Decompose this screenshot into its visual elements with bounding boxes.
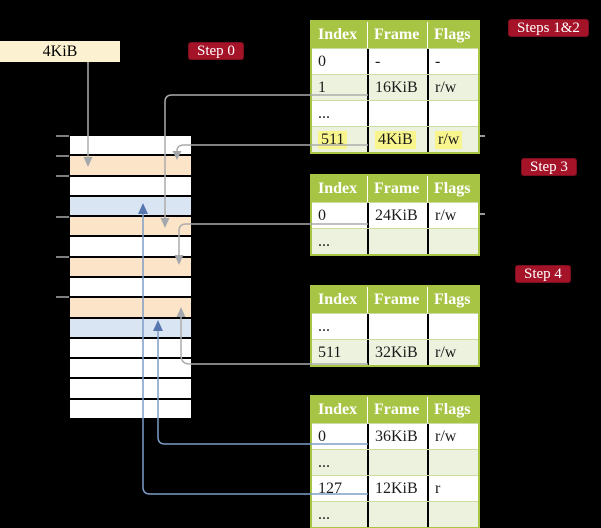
frame-size-label: 4KiB: [42, 42, 78, 60]
column-header: Flags: [427, 22, 478, 48]
table-cell: 32KiB: [367, 340, 427, 365]
table-cell: [427, 314, 478, 339]
memory-tick: [56, 175, 69, 178]
steps-1-2-label: Steps 1&2: [508, 19, 589, 37]
table-cell: -: [427, 49, 478, 74]
column-header: Flags: [427, 287, 478, 313]
table-cell: 0: [318, 427, 326, 445]
table-cell: r/w: [427, 127, 478, 152]
table-cell: 0: [318, 206, 326, 224]
table-cell: r: [427, 476, 478, 501]
table-cell: [427, 450, 478, 475]
memory-frame-row-4: [70, 217, 191, 238]
table-cell: ...: [318, 453, 330, 471]
memory-frame-row-9: [70, 318, 191, 339]
table-cell: ...: [318, 505, 330, 523]
table-cell: [367, 101, 427, 126]
column-header: Index: [318, 180, 358, 197]
table-cell: r/w: [427, 203, 478, 228]
memory-frame-row-11: [70, 359, 191, 380]
table-cell: 511: [312, 127, 367, 152]
table-row: 0 --: [312, 48, 478, 74]
memory-tick: [56, 155, 69, 158]
table-cell: [367, 502, 427, 527]
table-cell: r/w: [427, 424, 478, 449]
table-cell: 4KiB: [367, 127, 427, 152]
memory-frame-row-5: [70, 237, 191, 258]
memory-frame-row-8: [70, 298, 191, 319]
memory-frame-row-12: [70, 379, 191, 400]
memory-tick: [56, 296, 69, 299]
table-row: ...: [312, 228, 478, 254]
table-cell: ...: [318, 104, 330, 122]
column-header: Index: [318, 291, 358, 308]
memory-frame-row-6: [70, 257, 191, 278]
memory-tick: [56, 135, 69, 137]
memory-frame-row-3: [70, 196, 191, 218]
row-pointer-stubs: [480, 135, 485, 215]
table-cell: ...: [318, 317, 330, 335]
table-cell: [427, 101, 478, 126]
step-4-label: Step 4: [515, 265, 571, 283]
table-cell: r/w: [427, 340, 478, 365]
memory-tick: [56, 215, 69, 218]
memory-frame-row-7: [70, 277, 191, 299]
step-3-label: Step 3: [521, 158, 577, 176]
column-header: Flags: [427, 176, 478, 202]
column-header: Frame: [367, 287, 427, 313]
column-header: Frame: [367, 22, 427, 48]
step-0-label: Step 0: [188, 42, 244, 60]
memory-frame-row-1: [70, 156, 191, 177]
table-cell: 1: [318, 78, 326, 96]
column-header: Index: [318, 26, 358, 43]
table-cell: [367, 314, 427, 339]
memory-frame-row-2: [70, 176, 191, 197]
table-row: ...: [312, 501, 478, 527]
memory-frame-row-13: [70, 399, 191, 418]
table-row: ...: [312, 313, 478, 339]
table-cell: 12KiB: [367, 476, 427, 501]
table-cell: r/w: [427, 75, 478, 100]
table-cell: 127: [318, 479, 342, 497]
table-cell: [427, 229, 478, 254]
frame-size-box: 4KiB: [0, 41, 120, 62]
column-header: Flags: [427, 397, 478, 423]
table-row: ...: [312, 100, 478, 126]
table-cell: [367, 450, 427, 475]
table-cell: 0: [318, 52, 326, 70]
table-cell: [367, 229, 427, 254]
column-header: Frame: [367, 397, 427, 423]
table-cell: ...: [318, 232, 330, 250]
column-header: Index: [318, 401, 358, 418]
memory-tick: [56, 255, 69, 258]
table-cell: 16KiB: [367, 75, 427, 100]
table-cell: 511: [318, 343, 342, 361]
table-cell: 36KiB: [367, 424, 427, 449]
physical-memory-stack: [70, 136, 191, 418]
table-cell: -: [367, 49, 427, 74]
memory-frame-row-10: [70, 338, 191, 360]
column-header: Frame: [367, 176, 427, 202]
table-cell: 24KiB: [367, 203, 427, 228]
table-row: ...: [312, 449, 478, 475]
table-cell: [427, 502, 478, 527]
memory-frame-row-0: [70, 136, 191, 157]
